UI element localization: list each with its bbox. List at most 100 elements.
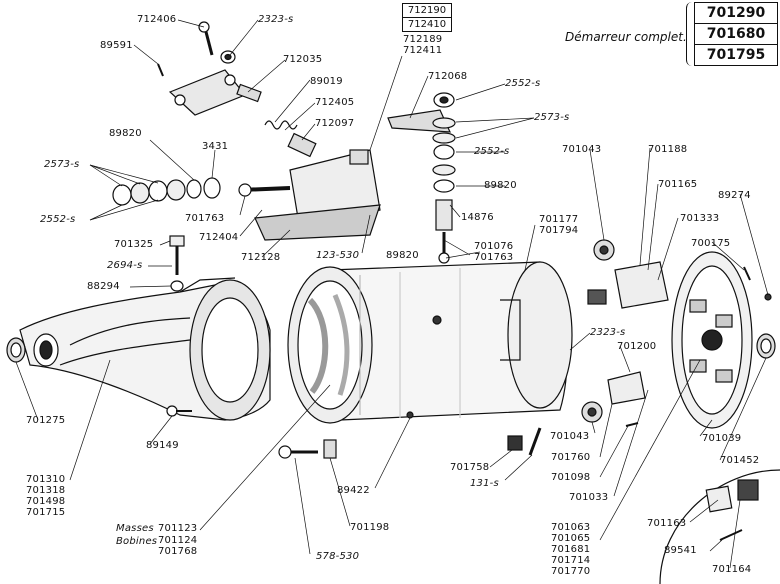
bolt-578-530 [278,445,318,459]
spring-701043-top [593,239,615,261]
bolt-701325 [169,235,185,292]
group-label: 701768 [158,546,198,557]
part-label: 701200 [617,341,657,352]
part-label: 701763 [474,252,514,263]
spring-89019 [264,120,298,130]
bushing-701452 [756,333,776,359]
part-label: 712128 [241,252,281,263]
part-label: 701177 [539,214,579,225]
small-parts-right [625,266,772,427]
group-label: 701714 [551,555,591,566]
part-label: 701794 [539,225,579,236]
part-label: 89541 [664,545,697,556]
group-label: 701498 [26,496,66,507]
assembly-ref-box: 701290 701680 701795 [694,2,778,66]
part-label: 701039 [702,433,742,444]
part-label: 578-530 [316,551,360,562]
part-label: 712405 [315,97,355,108]
part-label: 89591 [100,40,133,51]
part-label: 89820 [386,250,419,261]
part-label: 712406 [137,14,177,25]
contact-strip-712068 [387,109,451,133]
group-label: 701123 [158,523,198,534]
part-label: 701452 [720,455,760,466]
bushing-701275 [6,337,26,363]
part-label: 701076 [474,241,514,252]
screw-712406 [198,21,214,56]
part-label: 701098 [551,472,591,483]
part-label: 123-530 [316,250,360,261]
part-label: 2552-s [40,214,76,225]
part-label: 701275 [26,415,66,426]
part-label: 2573-s [534,112,570,123]
part-label: 701333 [680,213,720,224]
part-label: 2573-s [44,159,80,170]
part-label: 712411 [403,45,443,56]
part-label: 88294 [87,281,120,292]
bobines-label: Bobines [116,536,158,547]
spring-701043-bottom [581,401,603,423]
part-label: 701163 [647,518,687,529]
group-label: 701318 [26,485,66,496]
part-label: 701758 [450,462,490,473]
washer-2323s-top [220,50,236,64]
part-label: 701165 [658,179,698,190]
screw-131s [528,427,542,456]
part-label: 701188 [648,144,688,155]
part-label: 701033 [569,492,609,503]
part-label: 2694-s [107,260,143,271]
assembly-title: Démarreur complet. [565,30,687,44]
part-label: 712035 [283,54,323,65]
part-label: 712404 [199,232,239,243]
part-label: 701198 [350,522,390,533]
assembly-ref-1: 701290 [695,3,777,24]
part-label: 701763 [185,213,225,224]
part-label: 89149 [146,440,179,451]
pin-89591 [157,63,164,77]
part-label: 14876 [461,212,494,223]
part-label: 2552-s [474,146,510,157]
group-label: 701065 [551,533,591,544]
part-label: 2323-s [258,14,294,25]
part-label: 89019 [310,76,343,87]
title-brace [686,2,695,66]
masses-label: Masses [116,523,154,534]
stack-ref-1: 712190 [403,4,451,18]
part-label: 712097 [315,118,355,129]
lever-712035 [168,69,262,116]
part-label: 701043 [562,144,602,155]
part-label: 712189 [403,34,443,45]
plug-701198 [323,439,337,459]
part-label: 701164 [712,564,752,575]
part-label: 701043 [550,431,590,442]
group-label: 701715 [26,507,66,518]
part-label: 701760 [551,452,591,463]
part-label: 131-s [470,478,499,489]
group-label: 701063 [551,522,591,533]
part-label: 89274 [718,190,751,201]
assembly-ref-2: 701680 [695,24,777,45]
end-plate-701063 [671,251,753,429]
stator-yoke [287,261,573,424]
part-label: 89422 [337,485,370,496]
stacked-ref-box: 712190 712410 [402,3,452,32]
part-label: 712068 [428,71,468,82]
washer-stack [432,92,456,264]
group-label: 701770 [551,566,591,577]
assembly-ref-3: 701795 [706,47,766,63]
part-label: 700175 [691,238,731,249]
drive-end-housing [19,277,271,421]
group-label: 701124 [158,535,198,546]
part-label: 701325 [114,239,154,250]
washer-row-left [112,177,291,206]
part-label: 89820 [484,180,517,191]
brush-holder-701188 [587,261,669,309]
inset-detail [659,469,780,584]
part-label: 89820 [109,128,142,139]
plunger-712097 [287,132,317,158]
part-label: 2552-s [505,78,541,89]
group-label: 701310 [26,474,66,485]
leader-lines [15,19,769,569]
